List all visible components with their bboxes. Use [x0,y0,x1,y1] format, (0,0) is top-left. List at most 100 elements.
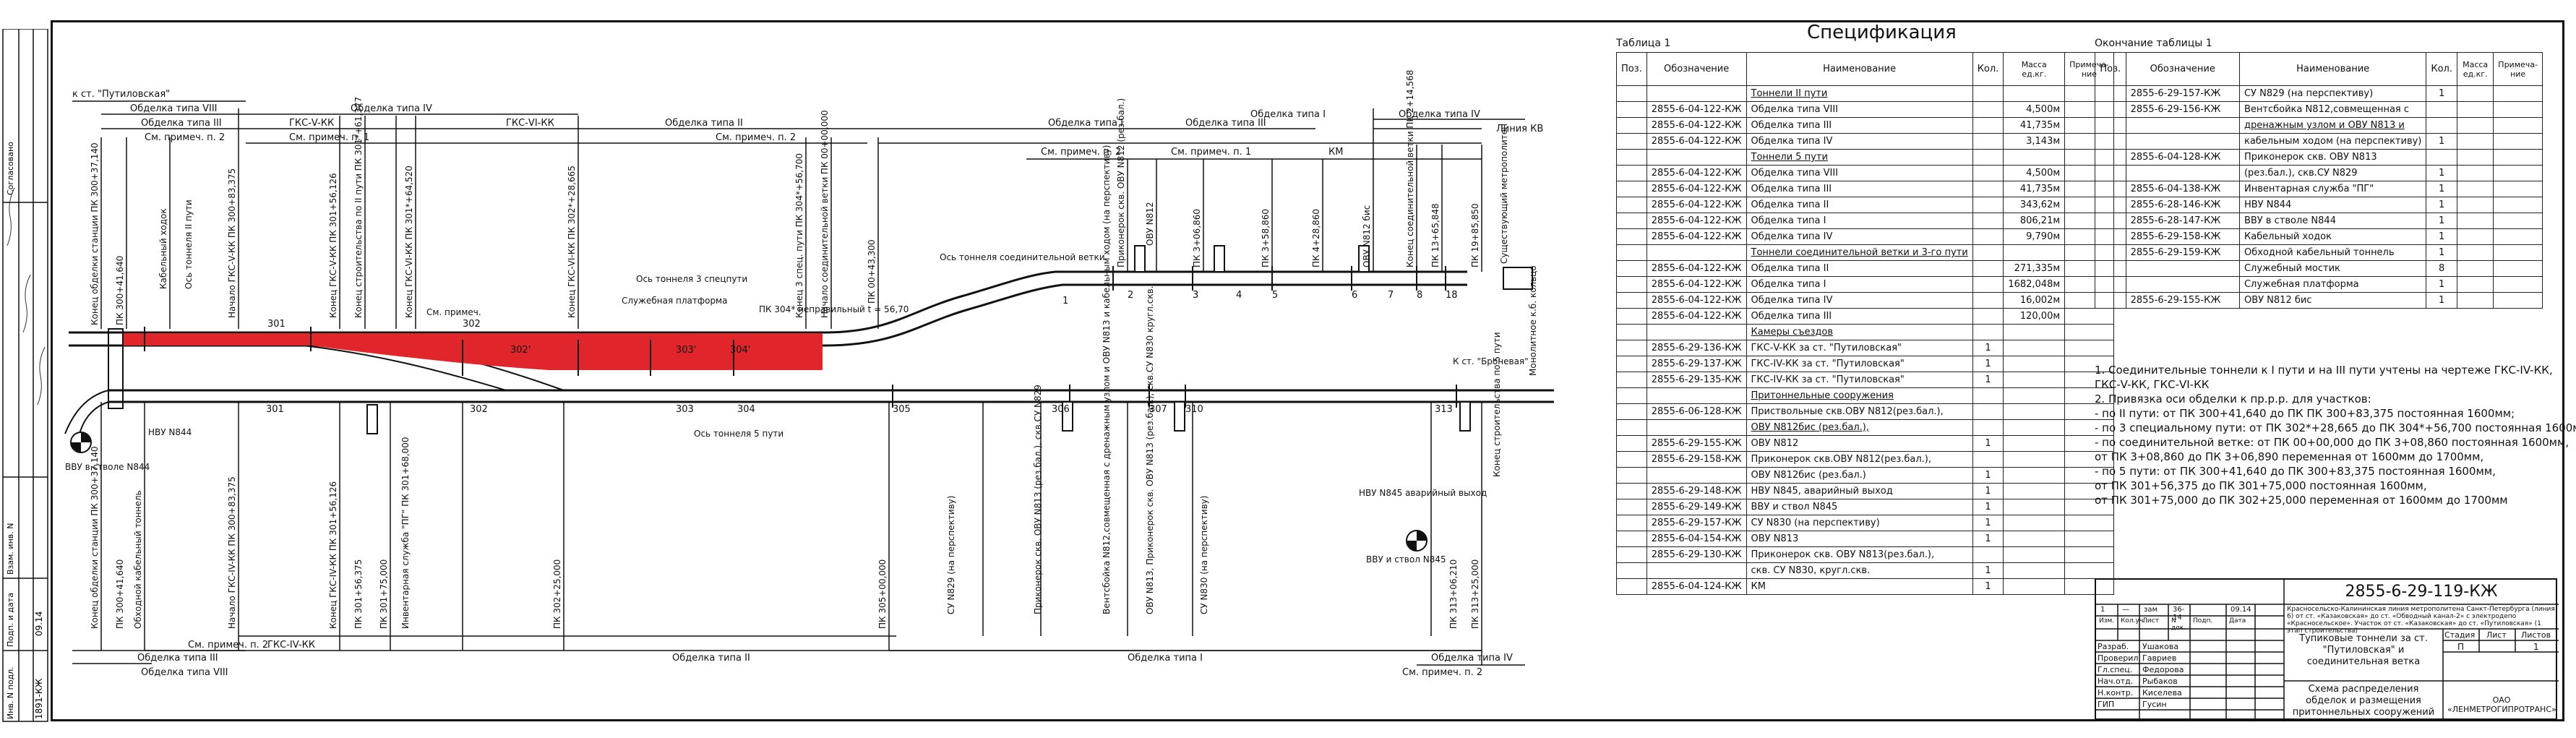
table-cell [1616,101,1647,118]
spec-table-1: Поз. Обозначение Наименование Кол. Масса… [1616,52,2114,595]
table-cell [2003,403,2066,420]
table-cell: 120,00м [2003,308,2066,325]
side-label-vzam: Взам. инв. N [6,523,15,575]
label-to-putilovskaya: к ст. "Путиловская" [72,89,170,100]
struct-ovu813 [1174,401,1185,432]
shaft-845-icon [1406,530,1427,552]
table-cell [1616,165,1647,181]
table-cell: 2855-6-04-128-КЖ [2125,149,2240,166]
table-cell [1616,356,1647,372]
label-see-note: См. примеч. [426,307,481,317]
table-cell [2003,85,2066,102]
label-end-constr-5: Конец строительства по 5 пути [1492,332,1502,477]
table-cell [2493,165,2543,181]
table-cell: 2855-6-29-157-КЖ [2125,85,2240,102]
table-cell [2125,117,2240,134]
table-cell: 806,21м [2003,213,2066,229]
table-cell: 1 [1972,483,2004,499]
table-cell: 2855-6-04-122-КЖ [1646,165,1747,181]
table-cell: 2855-6-04-122-КЖ [1646,197,1747,213]
piket-6: 6 [1352,290,1357,301]
label-obd-i-top: Обделка типа I [1048,118,1123,129]
side-label-podp: Подп. и дата [6,593,15,647]
table-cell [2003,531,2066,547]
company-name: ОАО «ЛЕНМЕТРОГИПРОТРАНС» [2447,695,2556,714]
table-cell: 1 [2426,165,2457,181]
piket-304: 304 [737,404,755,415]
table-cell [2095,149,2126,166]
table-cell: 2855-6-04-122-КЖ [1646,117,1747,134]
label-end-constr-ii: Конец строительства по II пути ПК 301*+6… [353,97,364,318]
table-cell: 1 [1972,372,2004,388]
stamp-person: Рыбаков [2142,677,2178,686]
table-cell: 271,335м [2003,260,2066,277]
table-cell [2064,562,2114,579]
title-block-grid [2096,580,2559,721]
table-cell [2095,85,2126,102]
table-row: Тоннели II пути [1616,85,2114,102]
table-cell: ГКС-V-КК за ст. "Путиловская" [1746,340,1973,356]
side-value-inv: 1891-КЖ [34,679,44,719]
th2-name: Наименование [2238,52,2427,86]
leader-lines-bottom [100,402,1482,665]
table-cell [1972,260,2004,277]
table-cell [2003,419,2066,436]
table-cell: 2855-6-29-148-КЖ [1646,483,1747,499]
table-cell: кабельным ходом (на перспективу) [2238,133,2427,150]
table-cell [1616,244,1647,261]
label-start-gks-iv: Начало ГКС-IV-КК ПК 300+83,375 [227,476,237,629]
label-obd-i-top-2: Обделка типа I [1250,109,1326,120]
table-cell [2456,181,2494,197]
stamp-change-cell: зам [2144,606,2158,614]
table-row: скв. СУ N830, кругл.скв.1 [1616,562,2114,579]
piket-3: 3 [1193,290,1198,301]
table-cell: ГКС-IV-КК за ст. "Путиловская" [1746,356,1973,372]
table-cell: 1 [1972,531,2004,547]
table-cell [1646,85,1747,102]
table-cell [1616,133,1647,150]
table-cell [2095,165,2126,181]
table-cell: 2855-6-28-147-КЖ [2125,213,2240,229]
table-cell [2426,149,2457,166]
sheet-title: Схема распределения обделок и размещения… [2292,684,2435,718]
table-cell: СУ N830 (на перспективу) [1746,515,1973,531]
struct-km [1214,245,1225,273]
piket-307: 307 [1149,404,1167,415]
spec-table-2: Поз. Обозначение Наименование Кол. Масса… [2095,52,2543,309]
table-cell [2003,387,2066,404]
labels-top: к ст. "Путиловская" Обделка типа VIII Об… [72,89,1543,158]
label-end-station-top: Конец обделки станции ПК 300+37,140 [90,142,100,325]
table-cell [1616,340,1647,356]
table-cell: Приконерок скв.ОВУ N812(рез.бал.), [1746,451,1973,468]
note-line: 2. Привязка оси обделки к пр.р.р. для уч… [2095,392,2371,406]
table-cell: Кабельный ходок [2238,228,2427,245]
label-end-3-special: Конец 3 спец. пути ПК 304*+56,700 [794,153,804,318]
table-cell: Обделка типа VIII [1746,101,1973,118]
table-cell: 1 [2426,213,2457,229]
piket-302-top: 302 [463,319,481,330]
station-end [64,328,124,434]
th-designation: Обозначение [1646,52,1747,86]
label-ovu812: ОВУ N812 [1145,202,1155,246]
table-cell [1616,499,1647,515]
label-pk-13-65: ПК 13+65,848 [1430,203,1441,267]
table-cell [1616,197,1647,213]
table-cell [2426,101,2457,118]
piket-301-bottom: 301 [266,404,284,415]
table-cell: 2855-6-29-156-КЖ [2125,101,2240,118]
table-cell [1616,308,1647,325]
table-cell [1972,149,2004,166]
